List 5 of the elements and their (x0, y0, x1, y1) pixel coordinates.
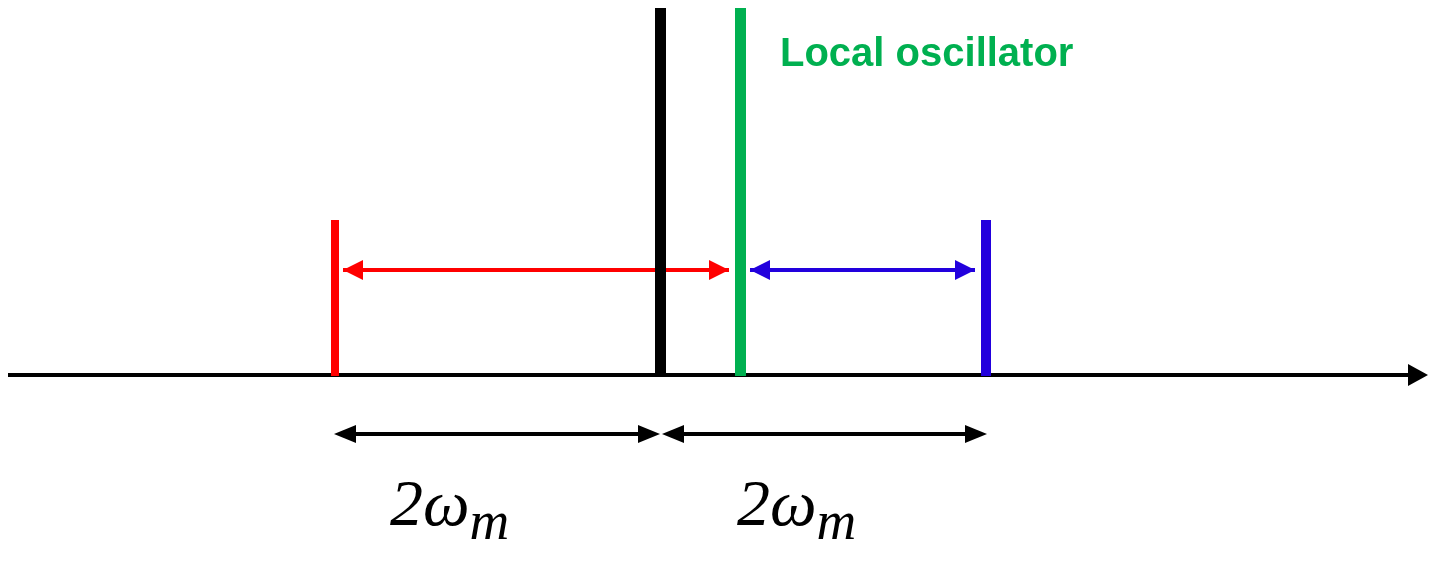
double-arrow (750, 260, 975, 280)
double-arrow (343, 260, 729, 280)
math-label: 2ω$_{m}$ (737, 470, 857, 549)
line-label: Local oscillator (780, 30, 1074, 75)
math-label: 2ω$_{m}$ (390, 470, 510, 549)
